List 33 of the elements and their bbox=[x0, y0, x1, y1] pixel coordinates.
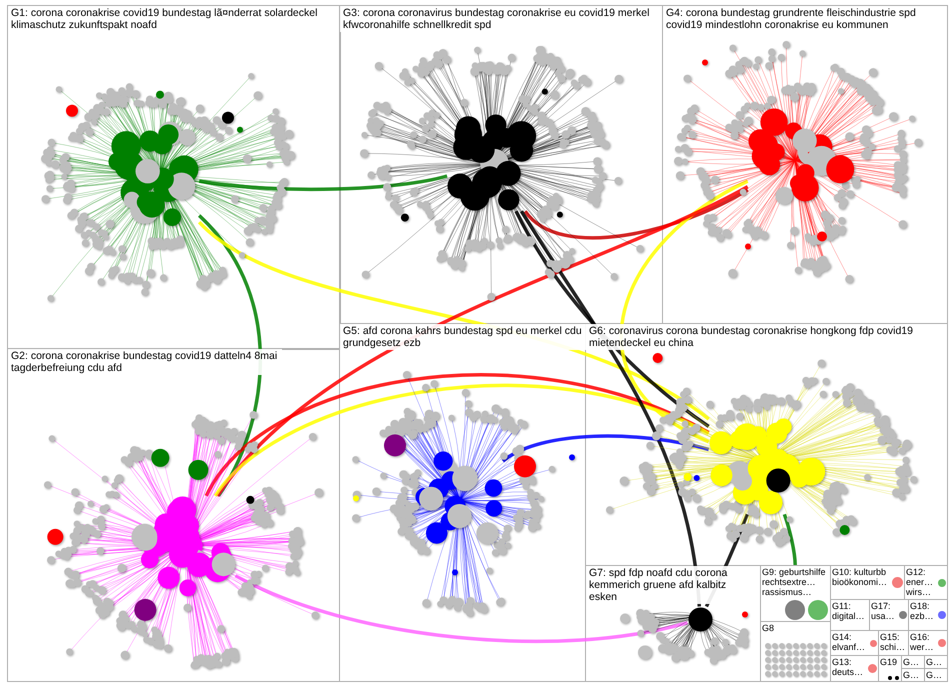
group-panel bbox=[908, 630, 948, 656]
group-label: G2: corona coronakrise bundestag covid19 datteln4 8mai tagderbefreiung cdu afd bbox=[8, 349, 282, 375]
connector-line bbox=[782, 514, 797, 566]
group-label: G5: afd corona kahrs bundestag spd eu merkel cdu grundgesetz ezb bbox=[340, 324, 586, 350]
group-label: G19 bbox=[879, 656, 900, 668]
vertex-cluster bbox=[447, 114, 537, 212]
connector-line bbox=[502, 434, 710, 463]
group-panel bbox=[904, 565, 948, 600]
vertex-circle bbox=[688, 606, 712, 632]
connector-line bbox=[216, 185, 748, 497]
vertex-cluster bbox=[415, 450, 503, 545]
vertex-cluster bbox=[708, 418, 826, 514]
connector-line bbox=[234, 574, 688, 644]
group-label: G9: geburtshilfe rechtsextre… rassismus… bbox=[761, 566, 828, 598]
connector-line bbox=[704, 514, 749, 608]
group-panel bbox=[7, 348, 340, 682]
connector-line bbox=[524, 188, 749, 240]
group-panel bbox=[924, 655, 948, 669]
group-panel bbox=[908, 599, 948, 631]
group-panel bbox=[339, 323, 586, 682]
connector-line bbox=[620, 180, 749, 444]
vertex-cluster bbox=[130, 496, 236, 597]
vertex-cluster bbox=[108, 120, 200, 226]
vertex-cluster bbox=[748, 108, 854, 206]
group-panel bbox=[662, 5, 948, 324]
group-panel bbox=[339, 5, 663, 324]
group-panel bbox=[585, 565, 761, 682]
group-label: G8 bbox=[761, 622, 777, 634]
connector-line bbox=[514, 210, 710, 428]
connector-line bbox=[198, 214, 262, 497]
group-panel bbox=[7, 5, 341, 350]
group-panel bbox=[924, 668, 948, 682]
connector-line bbox=[198, 174, 448, 192]
